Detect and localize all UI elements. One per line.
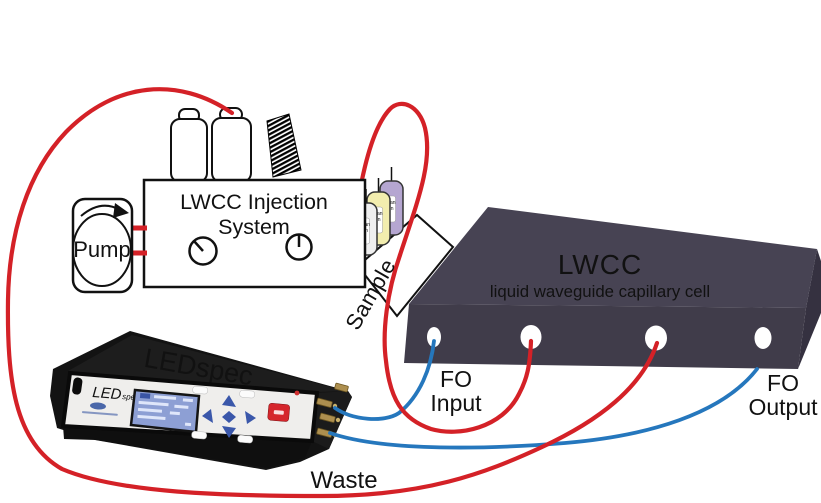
fo-input-label-line1: FO (440, 366, 472, 392)
arrow-right-key[interactable] (245, 411, 256, 424)
knob-left-pointer (193, 240, 204, 252)
lwcc-subtitle: liquid waveguide capillary cell (490, 282, 710, 301)
fo-input-fiber (333, 339, 436, 421)
lwcc-top-face (409, 207, 817, 308)
fo-output-fiber (328, 367, 759, 450)
fiber-connectors (316, 382, 349, 438)
prev-menu-button[interactable] (192, 386, 208, 395)
sample-tube (382, 252, 534, 434)
arrow-left-key[interactable] (202, 409, 213, 423)
tubing-bundle-icon (266, 113, 302, 178)
lwcc-right-face (798, 249, 821, 369)
keypad (191, 386, 256, 444)
ledspec-base (63, 426, 312, 468)
ledspec-spectrometer: LEDspec LED spec (50, 331, 352, 470)
lwcc-cell: LWCC liquid waveguide capillary cell (404, 207, 821, 369)
waste-bottle (211, 107, 252, 183)
ledspec-top-face (68, 335, 346, 392)
waste-label: Waste (310, 467, 377, 494)
fo-output-label-line1: FO (767, 370, 799, 396)
bottle-1-body (170, 118, 208, 183)
fo-port-4 (754, 327, 772, 349)
select-key[interactable] (222, 411, 236, 423)
pump: Pump (71, 197, 147, 294)
fluid-port-3 (645, 325, 667, 351)
connector-nub-2 (335, 417, 341, 423)
fo-input-label-line2: Input (430, 390, 482, 416)
arrow-up-key[interactable] (222, 395, 236, 407)
ledspec-logo-sub: spec (122, 392, 140, 402)
enter-button[interactable] (237, 435, 253, 444)
fo-port-1 (427, 327, 441, 347)
injection-title-line2: System (218, 215, 290, 239)
pump-arrow-head-icon (113, 203, 129, 218)
power-scan-button-glyph (273, 410, 284, 415)
waste-tube (5, 87, 660, 499)
ledspec-panel-slot (72, 377, 83, 395)
lwcc-front-face (404, 304, 806, 369)
arrow-down-key[interactable] (222, 426, 236, 438)
injection-title-line1: LWCC Injection (180, 190, 328, 214)
fo-output-label-line2: Output (748, 394, 818, 420)
brand-emblem-icon (90, 402, 106, 410)
lwcc-title: LWCC (558, 249, 642, 280)
sma-connector-top (334, 382, 349, 393)
sma-connector-1 (316, 397, 333, 408)
menu-button[interactable] (191, 431, 207, 440)
fluid-port-2 (520, 325, 542, 349)
sma-connector-2 (319, 412, 336, 423)
injection-system: LWCC Injection System (142, 178, 367, 289)
sample-tube-loop (349, 101, 430, 258)
next-menu-button[interactable] (239, 390, 255, 399)
lcd-content (137, 393, 194, 427)
pump-label: Pump (73, 237, 130, 262)
bottle-2-body (211, 117, 252, 183)
status-led (294, 390, 300, 396)
injection-system-box (142, 178, 367, 289)
ledspec-logo-main: LED (92, 384, 123, 403)
pump-rotor (72, 213, 132, 287)
reagent-bottle-1 (170, 108, 208, 183)
brand-tagline-mark (81, 411, 118, 416)
